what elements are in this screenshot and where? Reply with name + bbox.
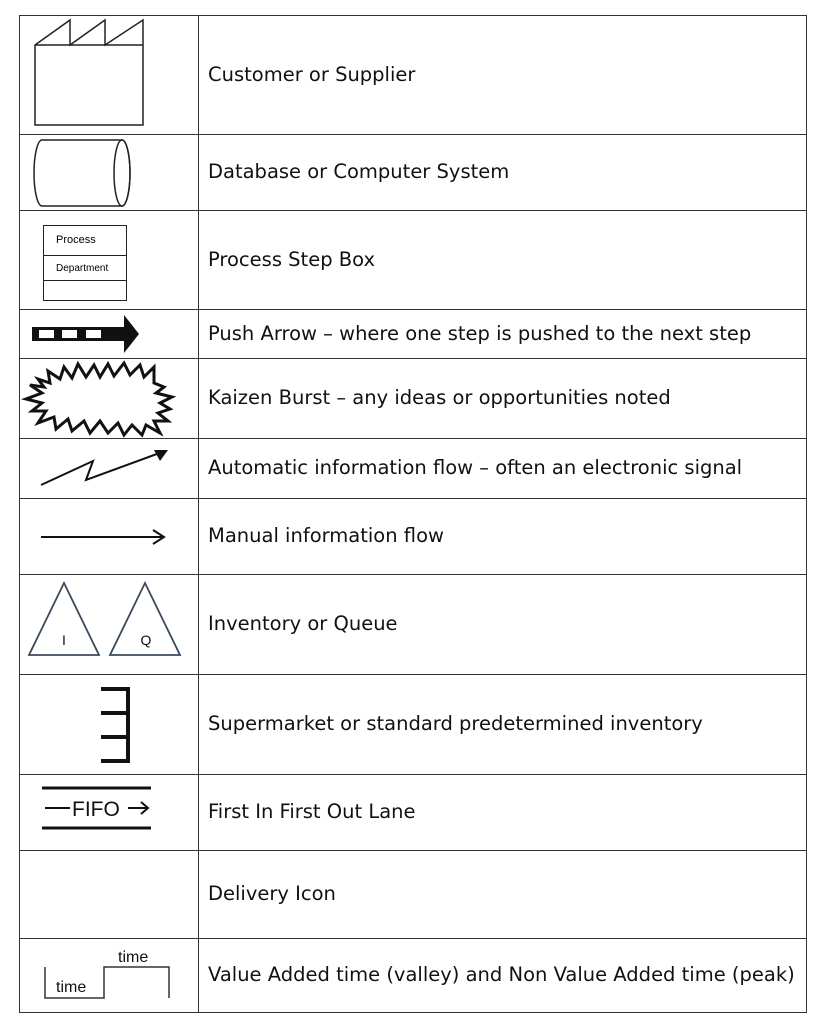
process-title: Process: [44, 226, 126, 256]
process-department: Department: [44, 256, 126, 281]
push-arrow-icon: [32, 315, 139, 353]
queue-label: Q: [141, 632, 152, 648]
symbol-cell: [19, 358, 199, 439]
symbol-cell: [19, 15, 199, 135]
vsm-symbol-legend-table: Customer or Supplier Database or Compute…: [19, 15, 807, 1013]
delivery-icon: [21, 852, 198, 938]
table-row-delivery: Delivery Icon: [19, 850, 807, 939]
table-row-timeline: time time Value Added time (valley) and …: [19, 938, 807, 1013]
row-label: Delivery Icon: [198, 850, 807, 939]
table-row-process: Process Department Process Step Box: [19, 210, 807, 310]
row-label: Automatic information flow – often an el…: [198, 438, 807, 499]
table-row-manual-info: Manual information flow: [19, 498, 807, 575]
table-row-kaizen: Kaizen Burst – any ideas or opportunitie…: [19, 358, 807, 439]
symbol-cell: [19, 674, 199, 775]
table-row-push: Push Arrow – where one step is pushed to…: [19, 309, 807, 359]
row-label: Database or Computer System: [198, 134, 807, 211]
fifo-label: FIFO: [72, 798, 120, 821]
row-label: Inventory or Queue: [198, 574, 807, 675]
inventory-label: I: [62, 632, 66, 648]
table-row-customer: Customer or Supplier: [19, 15, 807, 135]
supermarket-icon: [101, 687, 130, 763]
factory-icon: [34, 18, 144, 126]
cylinder-icon: [33, 139, 131, 207]
kaizen-burst-icon: [20, 360, 177, 438]
table-row-database: Database or Computer System: [19, 134, 807, 211]
row-label: Process Step Box: [198, 210, 807, 310]
table-row-auto-info: Automatic information flow – often an el…: [19, 438, 807, 499]
lightning-arrow-icon: [40, 450, 168, 486]
row-label: Supermarket or standard predetermined in…: [198, 674, 807, 775]
table-row-fifo: FIFO First In First Out Lane: [19, 774, 807, 851]
fifo-lane-icon: FIFO: [42, 786, 151, 830]
symbol-cell: [19, 850, 199, 939]
process-box-icon: Process Department: [43, 225, 127, 301]
arrow-right-icon: [41, 529, 166, 545]
row-label: Push Arrow – where one step is pushed to…: [198, 309, 807, 359]
symbol-cell: time time: [19, 938, 199, 1013]
symbol-cell: Process Department: [19, 210, 199, 310]
row-label: Value Added time (valley) and Non Value …: [198, 938, 807, 1013]
symbol-cell: [19, 309, 199, 359]
table-row-supermarket: Supermarket or standard predetermined in…: [19, 674, 807, 775]
inventory-triangle-icon: I Q: [27, 580, 182, 656]
row-label: First In First Out Lane: [198, 774, 807, 851]
symbol-cell: I Q: [19, 574, 199, 675]
timeline-icon: time time: [44, 949, 170, 999]
symbol-cell: [19, 498, 199, 575]
peak-time-label: time: [118, 949, 148, 966]
table-row-inventory: I Q Inventory or Queue: [19, 574, 807, 675]
symbol-cell: [19, 438, 199, 499]
row-label: Customer or Supplier: [198, 15, 807, 135]
row-label: Kaizen Burst – any ideas or opportunitie…: [198, 358, 807, 439]
symbol-cell: [19, 134, 199, 211]
valley-time-label: time: [56, 979, 86, 996]
symbol-cell: FIFO: [19, 774, 199, 851]
row-label: Manual information flow: [198, 498, 807, 575]
